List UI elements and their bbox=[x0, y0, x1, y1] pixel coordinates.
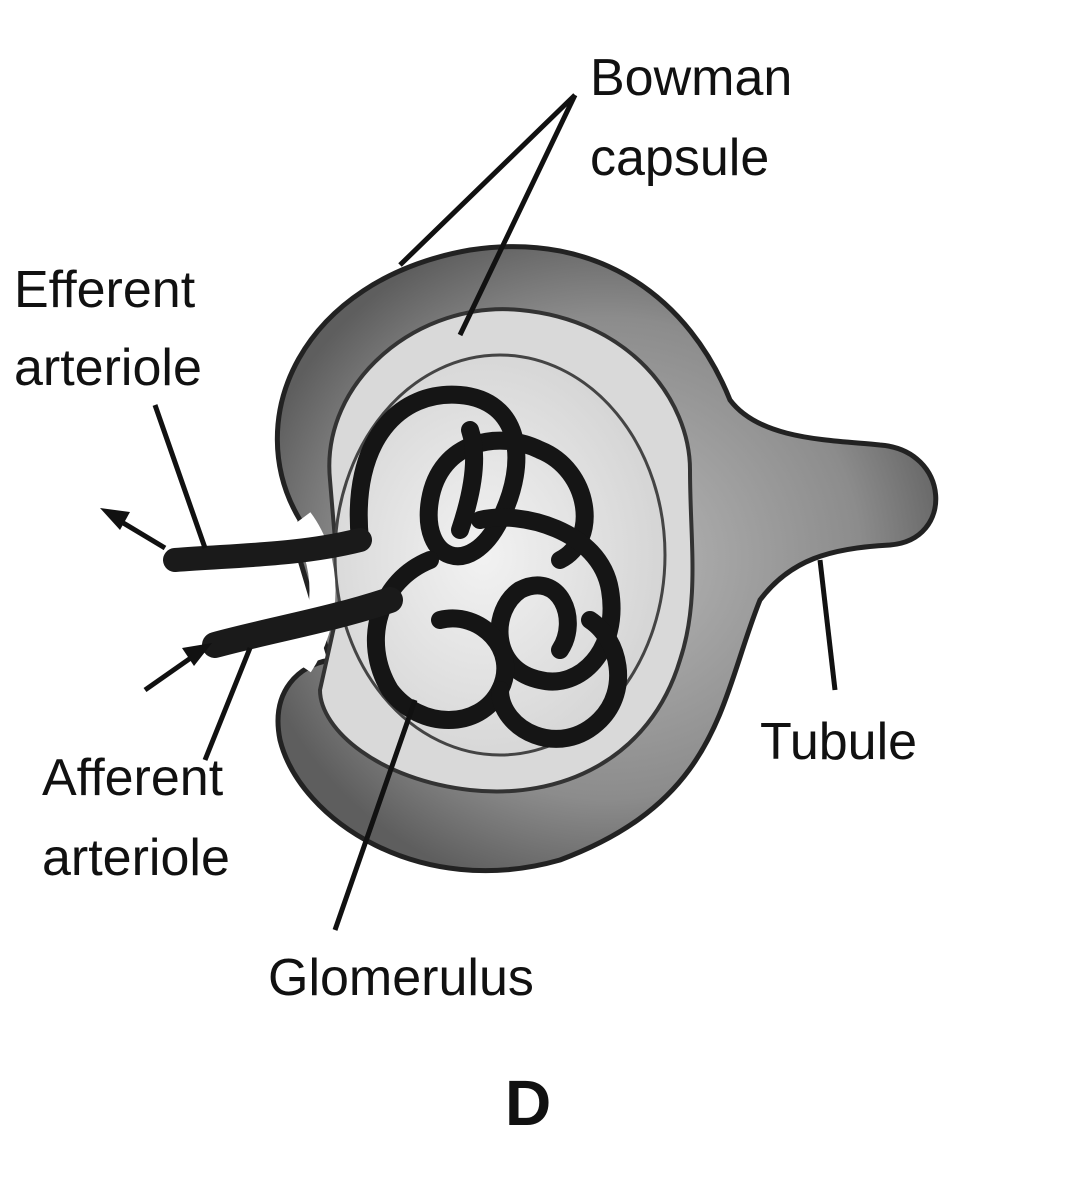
afferent-arteriole-vessel bbox=[202, 587, 403, 658]
vascular-pole-notch bbox=[288, 512, 336, 673]
afferent-leader bbox=[202, 647, 253, 761]
glomerulus-label: Glomerulus bbox=[268, 949, 534, 1007]
afferent-arteriole-label-line1: Afferent bbox=[42, 749, 224, 807]
bowman-capsule-label-line2: capsule bbox=[590, 129, 770, 187]
bowman-leader-inner bbox=[457, 93, 578, 337]
afferent-flow-arrow bbox=[143, 643, 212, 693]
efferent-flow-arrow bbox=[100, 508, 167, 551]
glomerulus-loops bbox=[349, 385, 628, 748]
tubule-label: Tubule bbox=[760, 713, 918, 771]
afferent-arteriole-label-line2: arteriole bbox=[42, 829, 230, 887]
glomerulus-leader bbox=[332, 699, 418, 931]
bowman-leader-outer bbox=[398, 93, 577, 267]
efferent-arteriole-label-line2: arteriole bbox=[14, 339, 202, 397]
bowman-capsule-label-line1: Bowman bbox=[590, 49, 793, 107]
tubule-leader bbox=[817, 559, 838, 691]
panel-letter: D bbox=[505, 1067, 552, 1139]
efferent-arteriole-vessel bbox=[163, 528, 372, 572]
efferent-leader bbox=[152, 404, 208, 549]
efferent-arteriole-label-line1: Efferent bbox=[14, 261, 196, 319]
